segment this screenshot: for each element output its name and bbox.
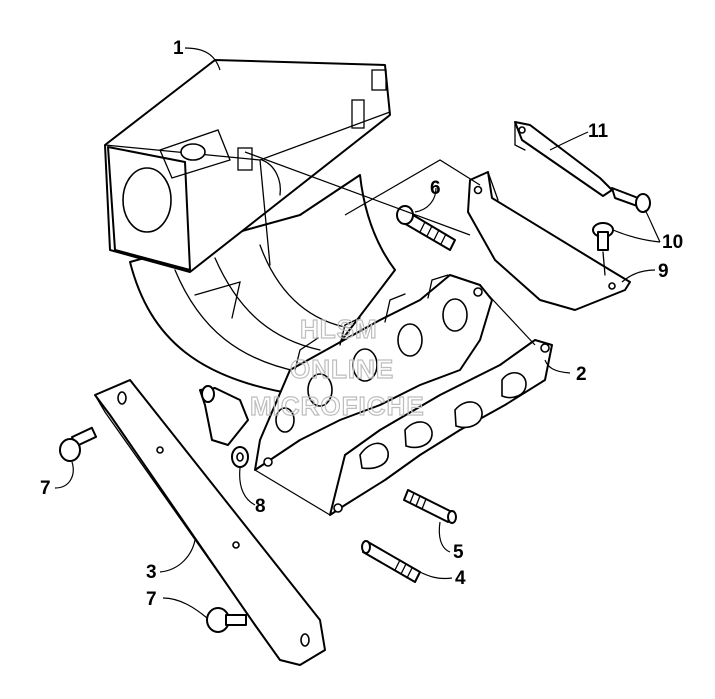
- leader-lines: [54, 47, 661, 619]
- stud-5: [403, 489, 457, 524]
- washer-8: [231, 446, 249, 468]
- callout-5: 5: [453, 542, 464, 563]
- callout-10: 10: [662, 232, 683, 253]
- intake-port: [122, 167, 172, 233]
- watermark-line-2: ONLINE: [290, 354, 394, 384]
- bolt-10-upper: [611, 187, 651, 213]
- bolt-6: [396, 205, 456, 251]
- support-bracket: [467, 171, 631, 311]
- watermark: HLSM ONLINE MICROFICHE: [249, 313, 425, 421]
- callout-9: 9: [658, 261, 669, 282]
- callout-4: 4: [455, 568, 466, 589]
- intake-housing: [104, 59, 396, 396]
- callout-2: 2: [576, 364, 587, 385]
- stud-4: [361, 540, 421, 583]
- watermark-line-1: HLSM: [300, 314, 378, 344]
- callout-7-lower: 7: [146, 589, 157, 610]
- callout-1: 1: [173, 38, 184, 59]
- manifold-gasket: [329, 339, 553, 516]
- watermark-line-3: MICROFICHE: [250, 391, 425, 421]
- mounting-bracket-3: [94, 379, 326, 666]
- exhaust-manifold: [199, 274, 493, 471]
- callout-labels: 1 2 3 4 5 6 7 7 8 9 10 11: [40, 38, 683, 610]
- bolt-7-upper: [59, 426, 98, 462]
- bolt-7-lower: [206, 607, 247, 633]
- callout-8: 8: [255, 496, 266, 517]
- callout-3: 3: [146, 562, 157, 583]
- callout-7-upper: 7: [40, 478, 51, 499]
- callout-6: 6: [430, 178, 441, 199]
- callout-11: 11: [588, 121, 609, 142]
